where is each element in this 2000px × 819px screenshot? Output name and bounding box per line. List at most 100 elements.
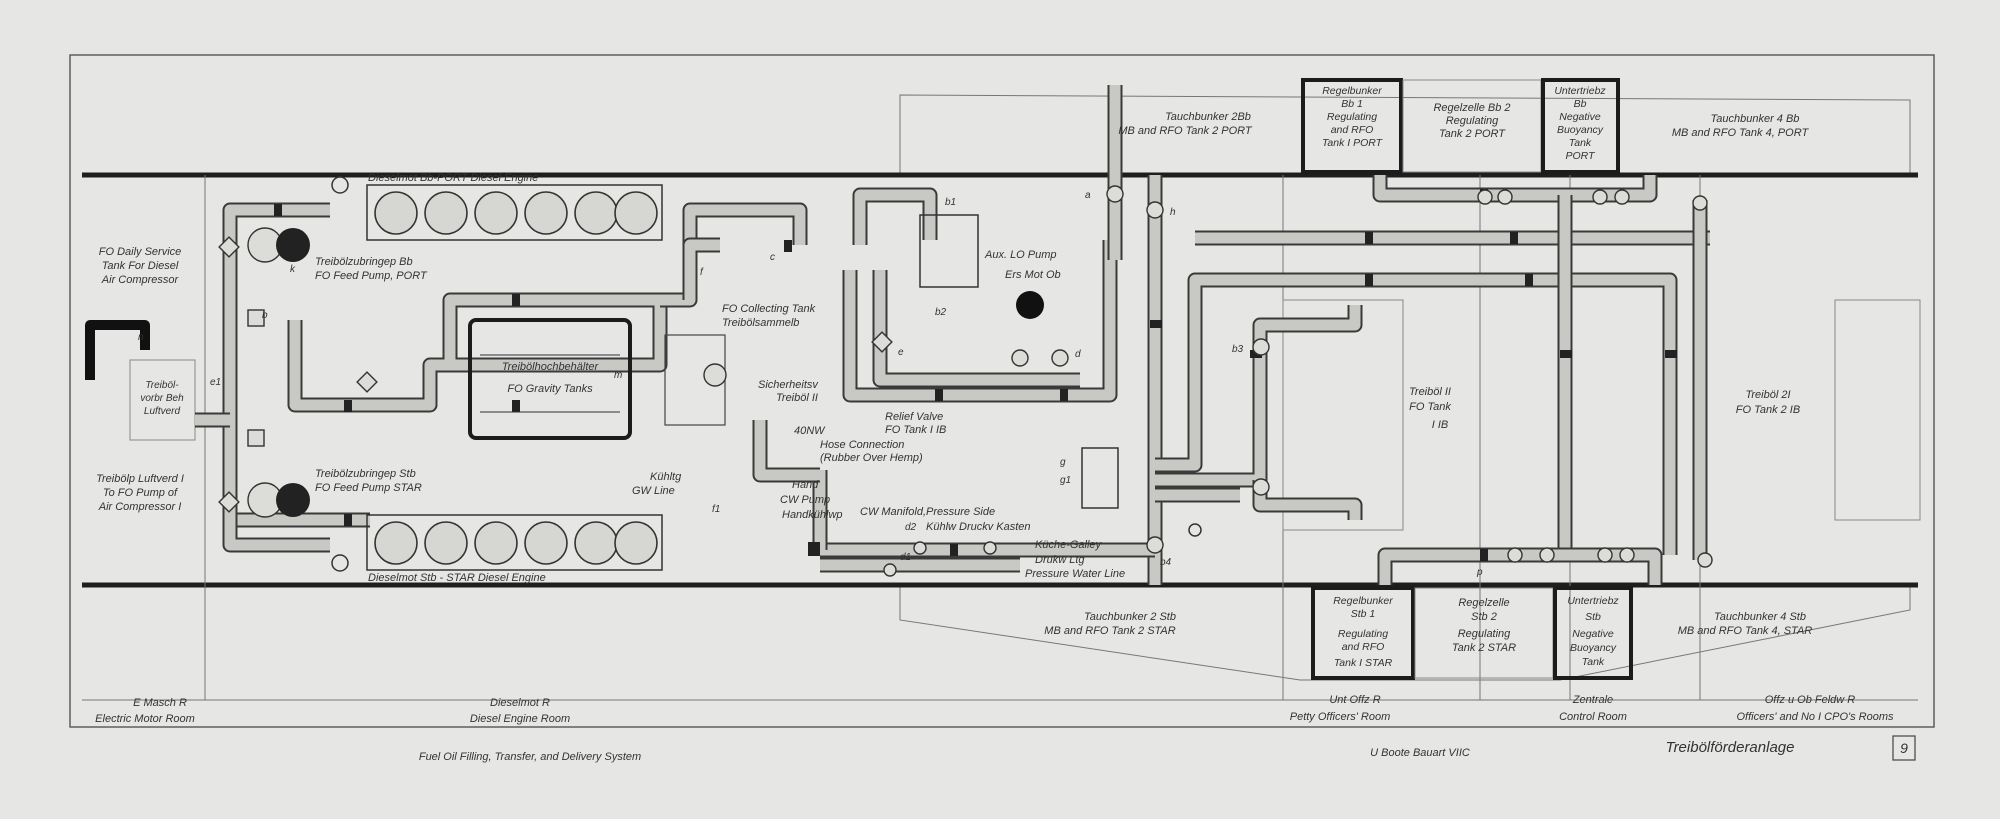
negative-buoyancy-tank-star: [1553, 586, 1633, 680]
room-diesel-de: Dieselmot R: [490, 697, 550, 709]
port-feed-pump: [247, 227, 310, 263]
rz2-port-line1: Regelzelle Bb 2: [1433, 102, 1510, 114]
gravity-tank-en: FO Gravity Tanks: [507, 383, 593, 395]
cooling-de: Kühltg: [650, 471, 682, 483]
tb4-star-line2: MB and RFO Tank 4, STAR: [1678, 625, 1813, 637]
pressure-water-de: Drukw Ltg: [1035, 554, 1085, 566]
valve-mark-f: f: [700, 267, 704, 278]
room-diesel-en: Diesel Engine Room: [470, 713, 570, 725]
rb1-port-line4: and RFO: [1331, 124, 1374, 136]
valve-mark-p: p: [1476, 567, 1483, 578]
rb1-port-line5: Tank I PORT: [1322, 137, 1384, 149]
aux-lo-pump-label: Aux. LO Pump: [984, 249, 1057, 261]
aux-lo-pump: [919, 214, 979, 288]
rb1-port-line2: Bb 1: [1341, 98, 1363, 110]
gravity-tank-de: Treibölhochbehälter: [502, 361, 600, 373]
hull-bottom-outline: [899, 585, 1911, 681]
room-electric-en: Electric Motor Room: [95, 713, 195, 725]
pressure-water-en: Pressure Water Line: [1025, 568, 1125, 580]
ers-mot-label: Ers Mot Ob: [1005, 269, 1061, 281]
valve-mark-m: m: [614, 370, 622, 381]
tb2-port-line2: MB and RFO Tank 2 PORT: [1118, 125, 1253, 137]
ut-port-line5: Tank: [1569, 137, 1592, 149]
rb1-star-line4: and RFO: [1342, 641, 1385, 653]
star-diesel-engine: [366, 514, 663, 571]
compressor-tank-line3: Luftverd: [144, 406, 181, 417]
port-pressure-gauge: [331, 176, 349, 194]
room-control-en: Control Room: [1559, 711, 1627, 723]
galley-label: Küche-Galley: [1035, 539, 1103, 551]
ers-mot-motor: [1016, 291, 1044, 319]
ut-port-line1: Untertriebz: [1554, 85, 1606, 97]
valve-mark-g: g: [1060, 457, 1066, 468]
star-pump-label-en: FO Feed Pump STAR: [315, 482, 422, 494]
collecting-tank-en: FO Collecting Tank: [722, 303, 816, 315]
tb4-star-line1: Tauchbunker 4 Stb: [1714, 611, 1806, 623]
compressor-tank-outline: [129, 359, 196, 441]
tb4-port-line2: MB and RFO Tank 4, PORT: [1672, 127, 1810, 139]
tb2-port-line1: Tauchbunker 2Bb: [1165, 111, 1251, 123]
room-officers-de: Offz u Ob Feldw R: [1765, 694, 1856, 706]
star-feed-pump: [247, 482, 310, 518]
fo-tank-1-outline: [1282, 299, 1404, 531]
star-engine-cylinders: [374, 521, 658, 565]
room-petty-de: Unt Offz R: [1329, 694, 1380, 706]
rz2-star-line4: Tank 2 STAR: [1452, 642, 1516, 654]
caption-english: Fuel Oil Filling, Transfer, and Delivery…: [419, 751, 641, 763]
ut-star-line5: Tank: [1582, 656, 1605, 668]
page-title: Treibölförderanlage: [1666, 739, 1795, 756]
ut-star-line4: Buoyancy: [1570, 642, 1617, 654]
port-pump-label-en: FO Feed Pump, PORT: [315, 270, 428, 282]
relief-valve-line2: FO Tank I IB: [885, 424, 946, 436]
ut-port-line2: Bb: [1574, 98, 1587, 110]
collecting-tank-valve: [703, 363, 727, 387]
ut-port-line6: PORT: [1566, 150, 1597, 162]
valve-mark-e1: e1: [210, 377, 221, 388]
port-engine-cylinders: [374, 191, 658, 235]
valve-mark-d1: d1: [900, 552, 911, 563]
ut-star-line3: Negative: [1572, 628, 1614, 640]
valve-mark-b3: b3: [1232, 344, 1244, 355]
rb1-star-line2: Stb 1: [1351, 608, 1376, 620]
rz2-star-line1: Regelzelle: [1458, 597, 1509, 609]
manifold-en: CW Manifold,Pressure Side: [860, 506, 995, 518]
gauge-center: [1188, 523, 1202, 537]
valve-mark-g1: g1: [1060, 475, 1071, 486]
page-number-box: [1892, 735, 1916, 761]
rz2-port-line2: Regulating: [1446, 115, 1499, 127]
ut-star-line2: Stb: [1585, 611, 1601, 623]
room-petty-en: Petty Officers' Room: [1290, 711, 1391, 723]
regulating-tank-1-port: [1301, 78, 1403, 174]
room-control-de: Zentrale: [1572, 694, 1613, 706]
compressor-pump-line2: To FO Pump of: [103, 487, 178, 499]
rb1-port-line3: Regulating: [1327, 111, 1377, 123]
relief-valve-line1: Relief Valve: [885, 411, 943, 423]
port-pump-label-de: Treibölzubringep Bb: [315, 256, 413, 268]
valve-mark-b2: b2: [935, 307, 947, 318]
fo-daily-line1: FO Daily Service: [99, 246, 182, 258]
rb1-star-line5: Tank I STAR: [1334, 657, 1393, 669]
ut-star-line1: Untertriebz: [1567, 595, 1619, 607]
regulating-tank-1-star: [1311, 586, 1415, 680]
valve-mark-a: a: [1085, 190, 1091, 201]
valve-mark-f1: f1: [712, 504, 720, 515]
collecting-tank-de: Treibölsammelb: [722, 317, 799, 329]
tb4-port-line1: Tauchbunker 4 Bb: [1711, 113, 1800, 125]
tb2-star-line2: MB and RFO Tank 2 STAR: [1044, 625, 1175, 637]
valve-mark-n: n: [138, 332, 144, 343]
hand-pump-line3: Handkühlwp: [782, 509, 843, 521]
hand-pump-line2: CW Pump: [780, 494, 830, 506]
hose-size: 40NW: [794, 425, 826, 437]
rb1-port-line1: Regelbunker: [1322, 85, 1382, 97]
valve-mark-d: d: [1075, 349, 1081, 360]
valve-mark-b1: b1: [945, 197, 956, 208]
hose-line2: (Rubber Over Hemp): [820, 452, 923, 464]
ut-port-line4: Buoyancy: [1557, 124, 1604, 136]
valve-mark-k: k: [290, 264, 296, 275]
valve-symbols: [218, 185, 1713, 577]
star-pressure-gauge: [331, 554, 349, 572]
page-number: 9: [1900, 740, 1908, 756]
manifold-de: Kühlw Druckv Kasten: [926, 521, 1031, 533]
rz2-port-line3: Tank 2 PORT: [1439, 128, 1506, 140]
fo-tank-2-outline: [1834, 299, 1921, 521]
